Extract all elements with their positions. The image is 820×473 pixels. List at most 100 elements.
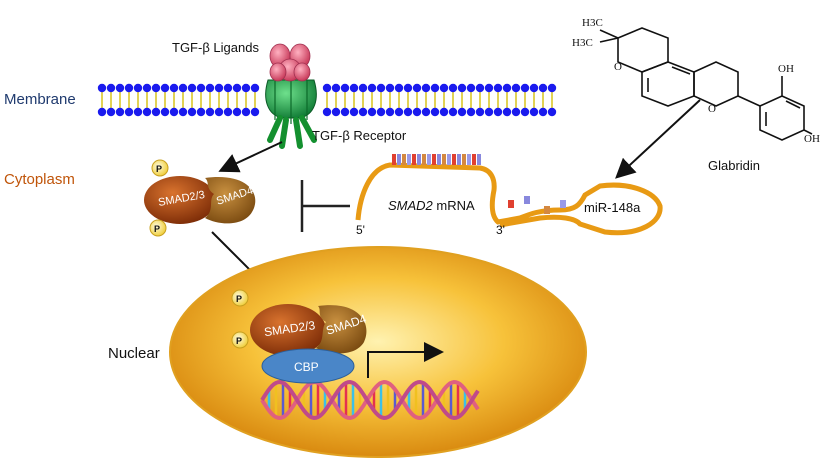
smad2-gene-label: SMAD2 xyxy=(388,198,434,213)
lipid-head xyxy=(547,107,557,117)
lipid-head xyxy=(160,83,170,93)
lipid-head xyxy=(376,107,386,117)
lipid-head xyxy=(142,83,152,93)
lipid-head xyxy=(349,107,359,117)
lipid-head xyxy=(430,83,440,93)
cytoplasm-label: Cytoplasm xyxy=(4,171,75,188)
mir-base xyxy=(524,196,530,204)
methyl-label: H3C xyxy=(582,17,603,29)
mrna-base xyxy=(432,154,436,165)
lipid-head xyxy=(493,107,503,117)
lipid-head xyxy=(520,83,530,93)
lipid-head xyxy=(340,83,350,93)
three-prime-label: 3' xyxy=(496,223,505,237)
mrna-base xyxy=(457,154,461,165)
lipid-head xyxy=(394,83,404,93)
oxygen-label: O xyxy=(614,61,622,73)
mrna-base xyxy=(397,154,401,165)
lipid-head xyxy=(349,83,359,93)
phosphate-icon xyxy=(149,219,167,237)
mrna-base xyxy=(472,154,476,165)
lipid-head xyxy=(322,107,332,117)
phosphate-icon xyxy=(231,331,249,349)
mrna-base xyxy=(412,154,416,165)
inhibition-symbol xyxy=(300,180,350,232)
mrna-base xyxy=(427,154,431,165)
lipid-head xyxy=(160,107,170,117)
lipid-head xyxy=(151,83,161,93)
lipid-head xyxy=(385,107,395,117)
smad-complex-cytoplasm xyxy=(144,159,256,237)
lipid-head xyxy=(169,107,179,117)
lipid-head xyxy=(466,107,476,117)
lipid-head xyxy=(331,83,341,93)
lipid-head xyxy=(97,107,107,117)
lipid-head xyxy=(385,83,395,93)
mrna-base xyxy=(477,154,481,165)
lipid-head xyxy=(448,83,458,93)
mrna-suffix-label: mRNA xyxy=(433,198,475,213)
mrna-base xyxy=(407,154,411,165)
lipid-head xyxy=(106,83,116,93)
dna-helix xyxy=(260,379,480,421)
lipid-head xyxy=(448,107,458,117)
lipid-head xyxy=(511,83,521,93)
five-prime-label: 5' xyxy=(356,223,365,237)
lipid-head xyxy=(394,107,404,117)
lipid-head xyxy=(520,107,530,117)
lipid-head xyxy=(376,83,386,93)
lipid-head xyxy=(547,83,557,93)
mrna-base xyxy=(402,154,406,165)
phosphate-label: P xyxy=(236,336,242,346)
mir-base xyxy=(508,200,514,208)
membrane-label: Membrane xyxy=(4,91,76,108)
glabridin-label: Glabridin xyxy=(708,158,760,173)
lipid-head xyxy=(502,107,512,117)
lipid-head xyxy=(97,83,107,93)
mir-base xyxy=(544,206,550,214)
transcription-arrow xyxy=(367,342,444,378)
lipid-head xyxy=(340,107,350,117)
tgf-ligands-label: TGF-β Ligands xyxy=(172,40,259,55)
lipid-head xyxy=(439,83,449,93)
lipid-head xyxy=(115,83,125,93)
lipid-head xyxy=(439,107,449,117)
lipid-head xyxy=(178,107,188,117)
lipid-head xyxy=(214,107,224,117)
lipid-head xyxy=(142,107,152,117)
mir-base xyxy=(560,200,566,208)
phosphate-icon xyxy=(151,159,169,177)
cbp-label: CBP xyxy=(294,360,319,374)
lipid-head xyxy=(484,107,494,117)
phosphate-label: P xyxy=(156,164,162,174)
lipid-head xyxy=(322,83,332,93)
lipid-head xyxy=(538,83,548,93)
lipid-head xyxy=(358,83,368,93)
lipid-head xyxy=(205,83,215,93)
methyl-label: H3C xyxy=(572,37,593,49)
oxygen-label: O xyxy=(708,103,716,115)
lipid-head xyxy=(214,83,224,93)
lipid-head xyxy=(412,83,422,93)
lipid-head xyxy=(223,83,233,93)
mrna-base xyxy=(417,154,421,165)
lipid-head xyxy=(403,107,413,117)
activation-arrow-receptor xyxy=(218,141,283,173)
mrna-label: SMAD2 mRNA xyxy=(388,198,475,213)
lipid-head xyxy=(484,83,494,93)
lipid-head xyxy=(205,107,215,117)
lipid-head xyxy=(475,83,485,93)
lipid-head xyxy=(124,107,134,117)
lipid-head xyxy=(412,107,422,117)
hydroxyl-label: OH xyxy=(778,63,794,75)
lipid-head xyxy=(511,107,521,117)
lipid-head xyxy=(421,83,431,93)
lipid-head xyxy=(241,83,251,93)
lipid-head xyxy=(169,83,179,93)
lipid-head xyxy=(187,83,197,93)
phosphate-icon xyxy=(231,289,249,307)
mrna-bases xyxy=(392,154,566,214)
tgf-receptor-label: TGF-β Receptor xyxy=(312,128,407,143)
cbp-protein xyxy=(261,348,355,384)
